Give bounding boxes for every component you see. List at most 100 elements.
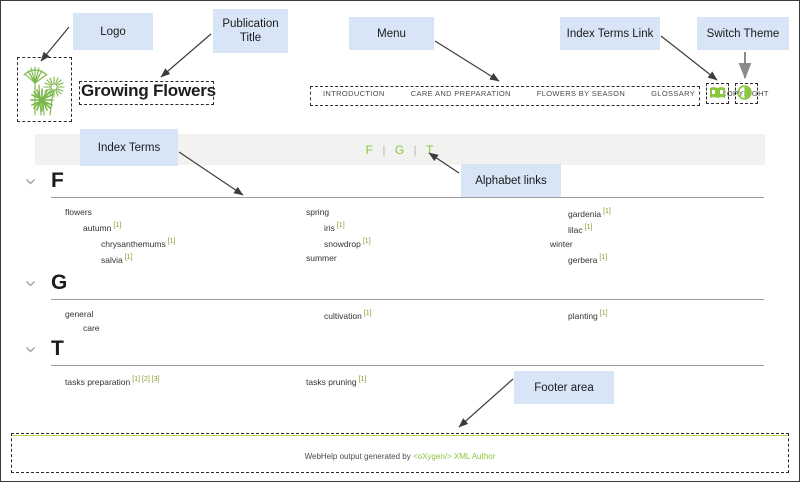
chevron-down-icon[interactable]	[24, 343, 37, 356]
index-term-label: chrysanthemums	[101, 238, 166, 249]
publication-title: Growing Flowers	[81, 81, 216, 100]
callout-index-terms: Index Terms	[80, 129, 178, 166]
index-term-label: winter	[550, 238, 573, 249]
callout-logo: Logo	[73, 13, 153, 50]
index-ref-link[interactable]: [3]	[151, 376, 160, 383]
callout-footer-area: Footer area	[514, 371, 614, 404]
index-term[interactable]: tasks pruning[1]	[306, 373, 366, 389]
index-term-label: care	[83, 323, 100, 333]
index-term[interactable]: snowdrop[1]	[306, 235, 371, 251]
index-section-t: T tasks preparation[1][2][3] tasks pruni…	[1, 337, 799, 433]
index-section-letter: G	[51, 271, 68, 294]
index-term-label: autumn	[83, 222, 112, 233]
index-term[interactable]: chrysanthemums[1]	[65, 235, 176, 251]
alphabet-separator: |	[382, 142, 387, 157]
index-section-f: F flowers autumn[1] chrysanthemums[1] sa…	[1, 169, 799, 265]
index-term-label: planting	[568, 310, 598, 321]
alphabet-link-f[interactable]: F	[365, 142, 375, 157]
site-logo[interactable]	[17, 57, 72, 122]
callout-menu: Menu	[349, 17, 434, 50]
index-ref-link[interactable]: [1]	[132, 376, 140, 383]
index-section-header-t: T	[26, 337, 764, 366]
index-column: planting[1]	[550, 307, 608, 323]
index-section-g: G general care cultivation[1] planting[1…	[1, 271, 799, 367]
chevron-down-icon[interactable]	[24, 175, 37, 188]
switch-theme-contrast-icon[interactable]	[735, 84, 753, 100]
alphabet-link-g[interactable]: G	[394, 142, 406, 157]
index-ref-link[interactable]: [1]	[599, 253, 608, 261]
index-term-label: cultivation	[324, 310, 362, 321]
index-term-label: snowdrop	[324, 238, 361, 249]
index-term-label: lilac	[568, 224, 583, 235]
index-term[interactable]: iris[1]	[306, 219, 371, 235]
index-term-label: tasks pruning	[306, 376, 357, 387]
index-section-columns-f: flowers autumn[1] chrysanthemums[1] salv…	[51, 205, 764, 265]
index-section-header-g: G	[26, 271, 764, 300]
index-ref-link[interactable]: [1]	[358, 376, 367, 383]
index-term[interactable]: summer	[306, 251, 371, 265]
chevron-down-icon[interactable]	[24, 277, 37, 290]
menu-item-flowers-by-season[interactable]: FLOWERS BY SEASON	[536, 89, 626, 98]
index-term-label: iris	[324, 222, 335, 233]
webhelp-footer: WebHelp output generated by <oXygen/> XM…	[11, 435, 789, 473]
index-column: flowers autumn[1] chrysanthemums[1] salv…	[65, 205, 176, 266]
index-term[interactable]: general	[65, 307, 100, 321]
index-column: spring iris[1] snowdrop[1] summer	[306, 205, 371, 265]
index-term[interactable]: tasks preparation[1][2][3]	[65, 373, 160, 389]
index-section-header-f: F	[26, 169, 764, 198]
index-term[interactable]: flowers	[65, 205, 176, 219]
index-section-columns-t: tasks preparation[1][2][3] tasks pruning…	[51, 373, 764, 433]
index-ref-link[interactable]: [1]	[584, 223, 593, 231]
index-term-label: gerbera	[568, 254, 598, 265]
index-ref-link[interactable]: [1]	[362, 237, 371, 245]
index-term[interactable]: care	[65, 321, 100, 335]
index-term-label: spring	[306, 207, 330, 217]
index-column: cultivation[1]	[306, 307, 372, 323]
callout-index-terms-link: Index Terms Link	[560, 17, 660, 50]
footer-brand-link[interactable]: <oXygen/> XML Author	[412, 452, 496, 461]
index-section-columns-g: general care cultivation[1] planting[1]	[51, 307, 764, 367]
index-term-label: general	[65, 309, 94, 319]
index-section-letter: F	[51, 169, 64, 192]
index-term[interactable]: gardenia[1]	[550, 205, 611, 221]
index-column: tasks pruning[1]	[306, 373, 366, 389]
index-ref-link[interactable]: [1]	[124, 253, 133, 261]
index-column: gardenia[1] lilac[1] winter gerbera[1]	[550, 205, 611, 266]
menu-item-care-and-preparation[interactable]: CARE AND PREPARATION	[410, 89, 511, 98]
index-column: tasks preparation[1][2][3]	[65, 373, 160, 389]
index-term[interactable]: lilac[1]	[550, 221, 611, 237]
index-column: general care	[65, 307, 100, 335]
index-term[interactable]: gerbera[1]	[550, 251, 611, 267]
index-term-label: flowers	[65, 207, 92, 217]
menu-item-glossary[interactable]: GLOSSARY	[651, 89, 696, 98]
menu-item-introduction[interactable]: INTRODUCTION	[323, 89, 385, 98]
index-term-label: gardenia	[568, 208, 602, 219]
callout-publication-title: Publication Title	[213, 9, 288, 53]
index-term[interactable]: salvia[1]	[65, 251, 176, 267]
index-ref-link[interactable]: [1]	[363, 310, 372, 317]
index-ref-link[interactable]: [2]	[142, 376, 150, 383]
alphabet-separator: |	[413, 142, 418, 157]
flower-logo-icon	[23, 66, 65, 116]
index-ref-link[interactable]: [1]	[599, 310, 608, 317]
index-term[interactable]: winter	[550, 237, 611, 251]
index-term[interactable]: autumn[1]	[65, 219, 176, 235]
footer-generated-by-label: WebHelp output generated by	[304, 452, 413, 461]
callout-alphabet-links: Alphabet links	[461, 164, 561, 197]
alphabet-link-t[interactable]: T	[425, 142, 435, 157]
index-term-label: tasks preparation	[65, 376, 131, 387]
index-term[interactable]: spring	[306, 205, 371, 219]
index-ref-link[interactable]: [1]	[603, 208, 611, 215]
index-ref-link[interactable]: [1]	[336, 222, 345, 229]
index-term[interactable]: planting[1]	[550, 307, 608, 323]
alphabet-links: F | G | T	[364, 143, 437, 157]
index-section-letter: T	[51, 337, 64, 360]
header-icon-group	[708, 84, 753, 100]
index-ref-link[interactable]: [1]	[113, 222, 122, 229]
index-term-label: salvia	[101, 254, 123, 265]
index-term[interactable]: cultivation[1]	[306, 307, 372, 323]
index-terms-book-icon[interactable]	[708, 84, 726, 100]
index-ref-link[interactable]: [1]	[167, 237, 176, 245]
callout-switch-theme: Switch Theme	[697, 17, 789, 50]
